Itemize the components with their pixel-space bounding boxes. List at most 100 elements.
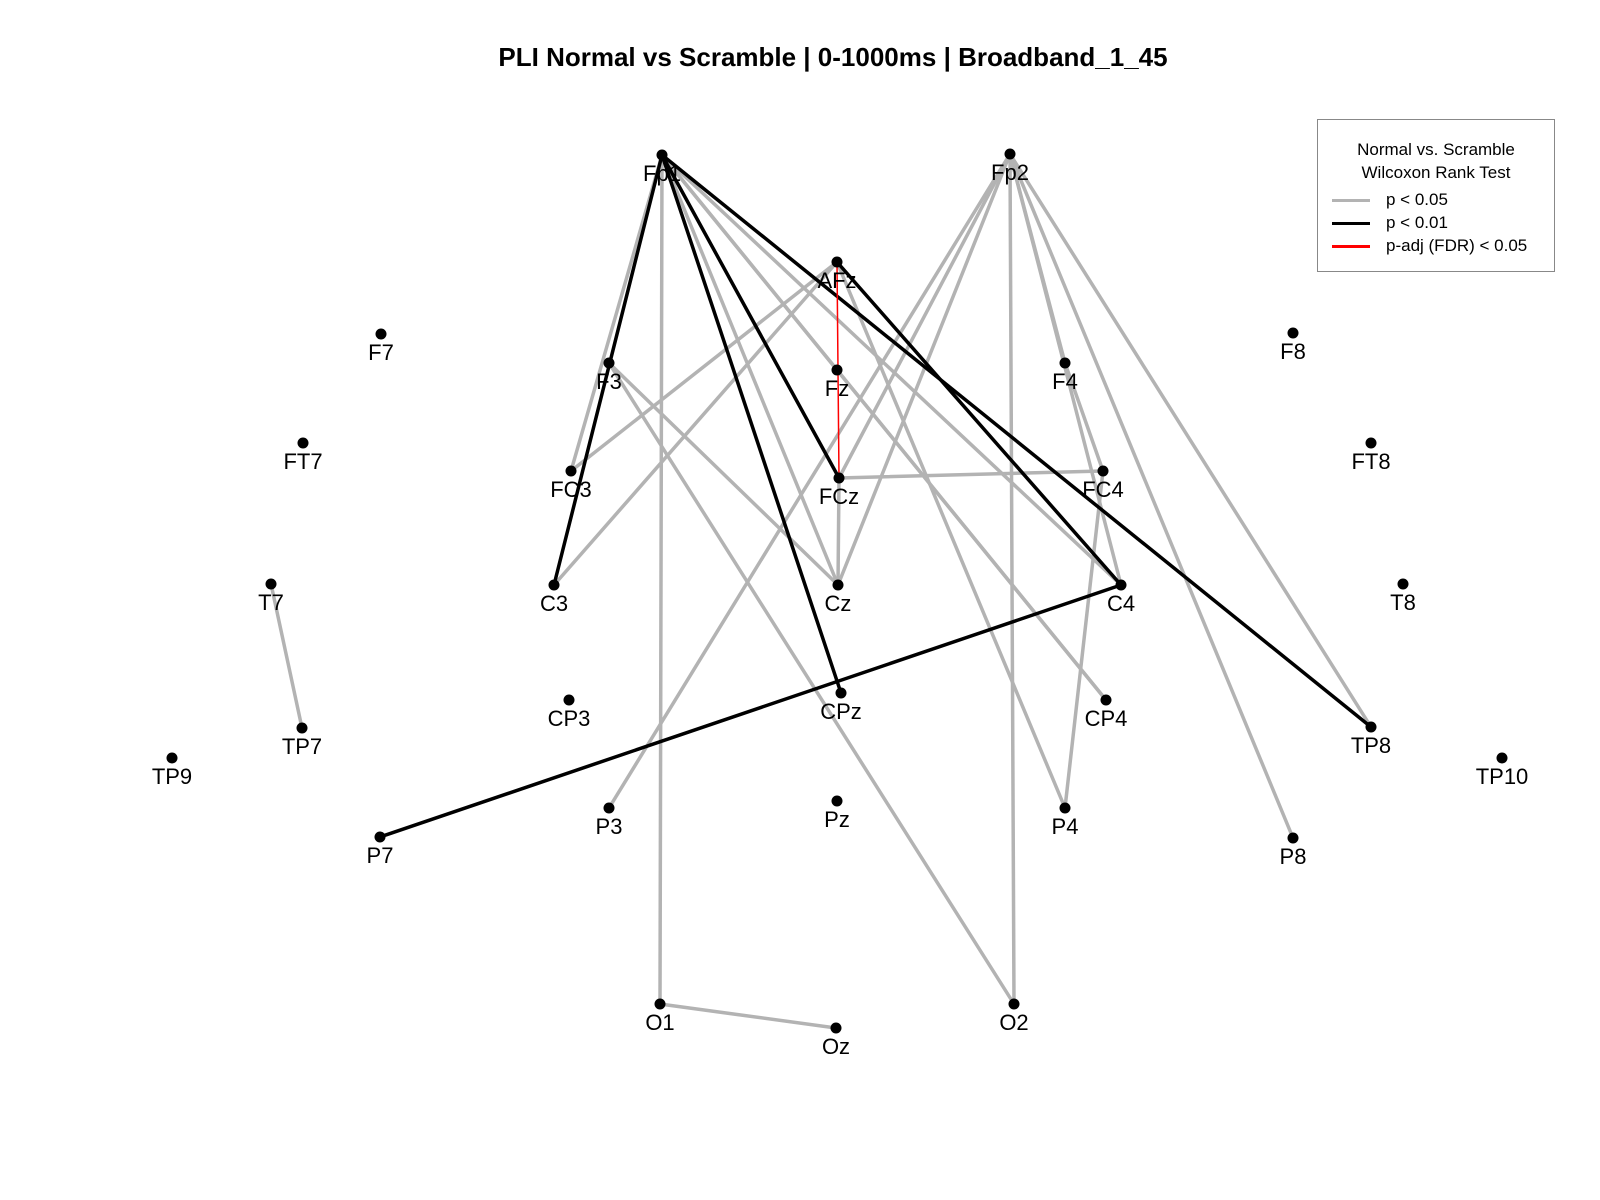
node-label-CP3: CP3 xyxy=(548,706,591,731)
edge-F3-O2 xyxy=(607,361,1016,1006)
legend: Normal vs. Scramble Wilcoxon Rank Test p… xyxy=(1317,119,1555,272)
node-label-TP10: TP10 xyxy=(1476,764,1529,789)
edge-Fp2-P3 xyxy=(607,152,1012,810)
node-FT8 xyxy=(1365,437,1377,449)
node-label-FT8: FT8 xyxy=(1351,449,1390,474)
node-label-F7: F7 xyxy=(368,340,394,365)
node-label-Pz: Pz xyxy=(824,807,850,832)
node-TP7 xyxy=(296,722,308,734)
edge-Fp1-FC3 xyxy=(569,153,664,473)
edge-Fp2-P8 xyxy=(1008,152,1295,840)
edge-FCz-Cz xyxy=(836,476,841,587)
edge-Fp1-TP8 xyxy=(660,153,1373,729)
legend-swatch-p05 xyxy=(1332,198,1370,202)
edge-Fp1-C4 xyxy=(660,153,1123,587)
node-label-T7: T7 xyxy=(258,590,284,615)
node-Fz xyxy=(831,364,843,376)
node-P4 xyxy=(1059,802,1071,814)
node-label-FC4: FC4 xyxy=(1082,477,1124,502)
node-O1 xyxy=(654,998,666,1010)
legend-swatch-fdr xyxy=(1332,244,1370,248)
edge-Fp1-C3 xyxy=(552,153,664,587)
edge-Fp2-FCz xyxy=(837,152,1012,480)
node-Pz xyxy=(831,795,843,807)
node-label-Fp2: Fp2 xyxy=(991,160,1029,185)
node-Oz xyxy=(830,1022,842,1034)
edge-Fp1-FCz xyxy=(660,153,841,480)
node-label-TP8: TP8 xyxy=(1351,733,1391,758)
edge-Fp1-CPz xyxy=(660,153,843,695)
node-F8 xyxy=(1287,327,1299,339)
legend-title-line2: Wilcoxon Rank Test xyxy=(1361,163,1511,182)
node-O2 xyxy=(1008,998,1020,1010)
legend-label-p01: p < 0.01 xyxy=(1386,213,1448,232)
edge-Fp1-Cz xyxy=(660,153,840,587)
edge-F4-FC4 xyxy=(1063,361,1105,473)
edge-AFz-P4 xyxy=(835,260,1067,810)
edge-Fp1-O1 xyxy=(658,153,664,1006)
node-F7 xyxy=(375,328,387,340)
edge-Fz-CP4 xyxy=(835,368,1108,702)
node-Fp2 xyxy=(1004,148,1016,160)
legend-item-fdr: p-adj (FDR) < 0.05 xyxy=(1332,235,1527,257)
node-F3 xyxy=(603,357,615,369)
node-C4 xyxy=(1115,579,1127,591)
node-label-AFz: AFz xyxy=(817,268,856,293)
node-label-F8: F8 xyxy=(1280,339,1306,364)
node-CPz xyxy=(835,687,847,699)
node-label-P7: P7 xyxy=(367,843,394,868)
legend-title-line1: Normal vs. Scramble xyxy=(1357,140,1515,159)
edge-AFz-C4 xyxy=(835,260,1123,587)
node-TP8 xyxy=(1365,721,1377,733)
node-label-CPz: CPz xyxy=(820,699,862,724)
edge-FC4-P4 xyxy=(1063,469,1105,810)
edge-C4-P7 xyxy=(378,583,1123,839)
node-Fp1 xyxy=(656,149,668,161)
node-Cz xyxy=(832,579,844,591)
node-label-Cz: Cz xyxy=(825,591,852,616)
node-label-P3: P3 xyxy=(596,814,623,839)
node-CP4 xyxy=(1100,694,1112,706)
node-label-FCz: FCz xyxy=(819,484,859,509)
edge-F3-Cz xyxy=(607,361,840,587)
legend-item-p05: p < 0.05 xyxy=(1332,189,1448,211)
edge-Fp2-O2 xyxy=(1008,152,1016,1006)
edge-T7-TP7 xyxy=(269,582,304,730)
node-label-CP4: CP4 xyxy=(1085,706,1128,731)
node-FC4 xyxy=(1097,465,1109,477)
node-label-FT7: FT7 xyxy=(283,449,322,474)
node-label-TP9: TP9 xyxy=(152,764,192,789)
chart-title: PLI Normal vs Scramble | 0-1000ms | Broa… xyxy=(498,42,1168,72)
legend-swatch-p01 xyxy=(1332,221,1370,225)
node-label-TP7: TP7 xyxy=(282,734,322,759)
legend-label-p05: p < 0.05 xyxy=(1386,190,1448,209)
edge-AFz-C3 xyxy=(552,260,839,587)
node-AFz xyxy=(831,256,843,268)
node-T8 xyxy=(1397,578,1409,590)
node-label-P4: P4 xyxy=(1052,814,1079,839)
edge-Fp2-TP8 xyxy=(1008,152,1373,729)
node-P8 xyxy=(1287,832,1299,844)
node-label-F3: F3 xyxy=(596,369,622,394)
legend-item-p01: p < 0.01 xyxy=(1332,212,1448,234)
node-label-O1: O1 xyxy=(645,1010,674,1035)
legend-label-fdr: p-adj (FDR) < 0.05 xyxy=(1386,236,1528,255)
node-T7 xyxy=(265,578,277,590)
node-P3 xyxy=(603,802,615,814)
node-label-C4: C4 xyxy=(1107,591,1135,616)
node-FC3 xyxy=(565,465,577,477)
edge-O1-Oz xyxy=(658,1002,838,1030)
node-label-T8: T8 xyxy=(1390,590,1416,615)
node-C3 xyxy=(548,579,560,591)
node-FT7 xyxy=(297,437,309,449)
edge-AFz-FC3 xyxy=(569,260,839,473)
node-TP10 xyxy=(1496,752,1508,764)
node-label-Fz: Fz xyxy=(825,376,849,401)
node-F4 xyxy=(1059,357,1071,369)
edges-layer xyxy=(269,152,1373,1030)
node-label-C3: C3 xyxy=(540,591,568,616)
node-label-FC3: FC3 xyxy=(550,477,592,502)
node-label-Fp1: Fp1 xyxy=(643,161,681,186)
